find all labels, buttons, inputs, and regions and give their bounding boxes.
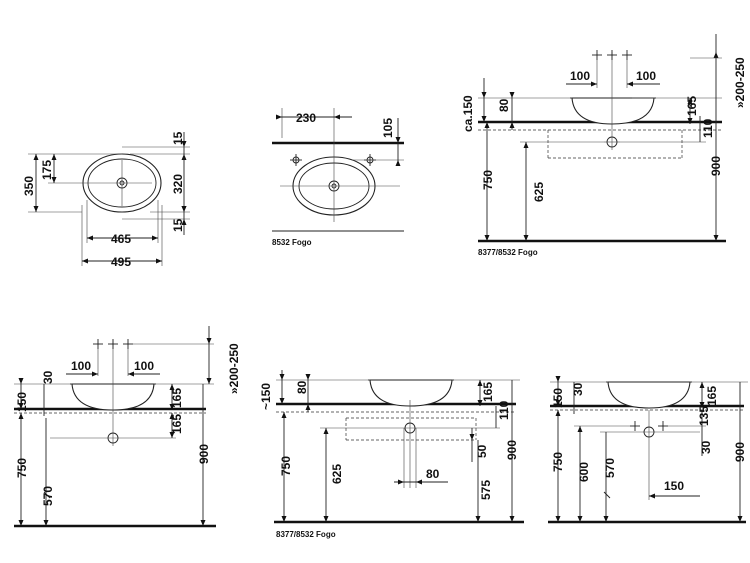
top-view-panel: 350 175 15 320 15 465 495: [22, 131, 190, 269]
tap-cross-icons: [592, 50, 632, 88]
dim-165-b: 165: [170, 414, 184, 434]
dim-150: 150: [551, 388, 565, 408]
dim-110: 110: [497, 400, 511, 420]
dim-165: 165: [705, 386, 719, 406]
elevation-bottom-left-panel: 100 100 »200-250 150 30 165 165 750 570: [14, 326, 241, 528]
dim-175: 175: [40, 160, 54, 180]
caption-8377-8532: 8377/8532 Fogo: [478, 248, 538, 257]
dim-150-b: 150: [664, 479, 684, 493]
dim-100-right: 100: [636, 69, 656, 83]
dim-165: 165: [481, 382, 495, 402]
caption-8532: 8532 Fogo: [272, 238, 312, 247]
dim-750: 750: [279, 456, 293, 476]
dim-150: ~150: [259, 383, 273, 410]
dim-750: 750: [15, 458, 29, 478]
dim-100-left: 100: [71, 359, 91, 373]
dim-15-top: 15: [171, 131, 185, 145]
dim-200-250: »200-250: [733, 57, 747, 108]
caption-8377-8532: 8377/8532 Fogo: [276, 530, 336, 539]
elevation-top-right-panel: 100 100 »200-250 ca.150 80 165 110 750: [461, 34, 747, 257]
dim-105: 105: [381, 118, 395, 138]
dim-575: 575: [479, 480, 493, 500]
dim-30: 30: [571, 382, 585, 396]
dim-230: 230: [296, 111, 316, 125]
dim-900: 900: [197, 444, 211, 464]
dim-80: 80: [497, 98, 511, 112]
dim-750: 750: [481, 170, 495, 190]
tap-cross-icons: [93, 339, 133, 376]
dim-625: 625: [330, 464, 344, 484]
dim-150: 150: [15, 392, 29, 412]
dim-625: 625: [532, 182, 546, 202]
elevation-bottom-middle-panel: ~150 80 165 110 50 750 625 80 575: [259, 370, 524, 539]
dim-570: 570: [41, 486, 55, 506]
dim-80-top: 80: [295, 380, 309, 394]
basin-bowl: [369, 379, 453, 407]
dim-30-b: 30: [699, 440, 713, 454]
dim-900: 900: [733, 442, 747, 462]
dim-50: 50: [475, 444, 489, 458]
dim-570: 570: [603, 458, 617, 478]
top-view-tap-panel: 230 105 8532 Fogo: [272, 108, 404, 247]
dim-165-a: 165: [170, 388, 184, 408]
dim-ca150: ca.150: [461, 95, 475, 132]
dim-350: 350: [22, 176, 36, 196]
dim-900: 900: [709, 156, 723, 176]
dim-750: 750: [551, 452, 565, 472]
dim-165: 165: [685, 96, 699, 116]
dim-30: 30: [41, 370, 55, 384]
basin-bowl: [571, 97, 655, 125]
dim-80-bottom: 80: [426, 467, 440, 481]
dim-465: 465: [111, 232, 131, 246]
elevation-bottom-right-panel: 150 30 165 135 30 750 600 570 150: [548, 376, 748, 524]
dim-600: 600: [577, 462, 591, 482]
tap-cross-icons: [630, 421, 668, 431]
basin-bowl: [607, 381, 691, 409]
dim-320: 320: [171, 174, 185, 194]
dim-100-left: 100: [570, 69, 590, 83]
dim-495: 495: [111, 255, 131, 269]
dim-135: 135: [697, 406, 711, 426]
dim-100-right: 100: [134, 359, 154, 373]
dim-900: 900: [505, 440, 519, 460]
dim-110: 110: [701, 118, 715, 138]
dim-200-250: »200-250: [227, 343, 241, 394]
dim-15-bottom: 15: [171, 218, 185, 232]
